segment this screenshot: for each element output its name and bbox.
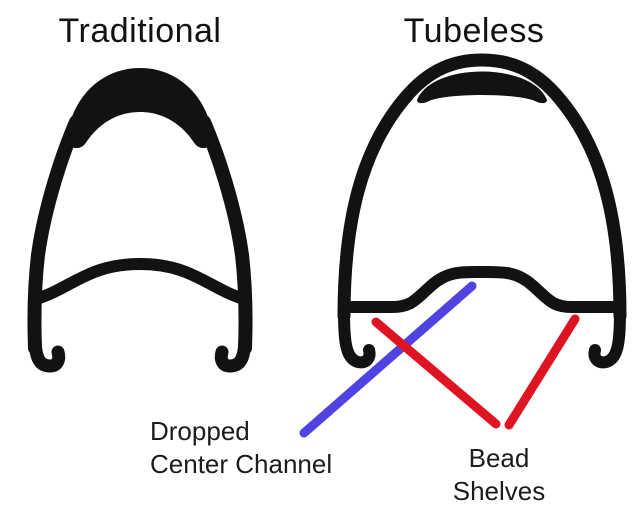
traditional-crown — [66, 68, 214, 149]
dropped-center-channel-label: Dropped Center Channel — [150, 415, 332, 481]
bead-shelves-label-line2: Shelves — [452, 476, 546, 506]
tubeless-crown — [417, 71, 547, 104]
traditional-right-bead-hook — [214, 329, 252, 373]
tubeless-right-bead-hook — [588, 306, 626, 369]
tubeless-rim-shape — [337, 53, 627, 369]
traditional-title: Traditional — [58, 12, 222, 50]
bead-shelf-left-pointer-line — [371, 317, 501, 429]
tubeless-left-bead-hook — [338, 306, 376, 369]
traditional-left-bead-hook — [28, 329, 66, 373]
bead-shelves-label: Bead Shelves — [453, 442, 546, 508]
traditional-left-sidewall — [27, 115, 83, 355]
dropped-center-channel-pointer-line — [299, 281, 477, 438]
bead-shelves-label-line1: Bead — [468, 443, 530, 473]
traditional-bed-bridge — [30, 257, 250, 305]
tubeless-bed-and-hump — [346, 265, 618, 313]
traditional-rim-shape — [27, 68, 253, 373]
dropped-center-channel-label-line2: Center Channel — [150, 449, 333, 479]
traditional-right-sidewall — [197, 115, 253, 355]
bead-shelf-right-pointer-line — [504, 314, 580, 430]
tubeless-arch — [337, 53, 627, 323]
dropped-center-channel-label-line1: Dropped — [150, 416, 250, 446]
tubeless-title: Tubeless — [403, 12, 545, 50]
